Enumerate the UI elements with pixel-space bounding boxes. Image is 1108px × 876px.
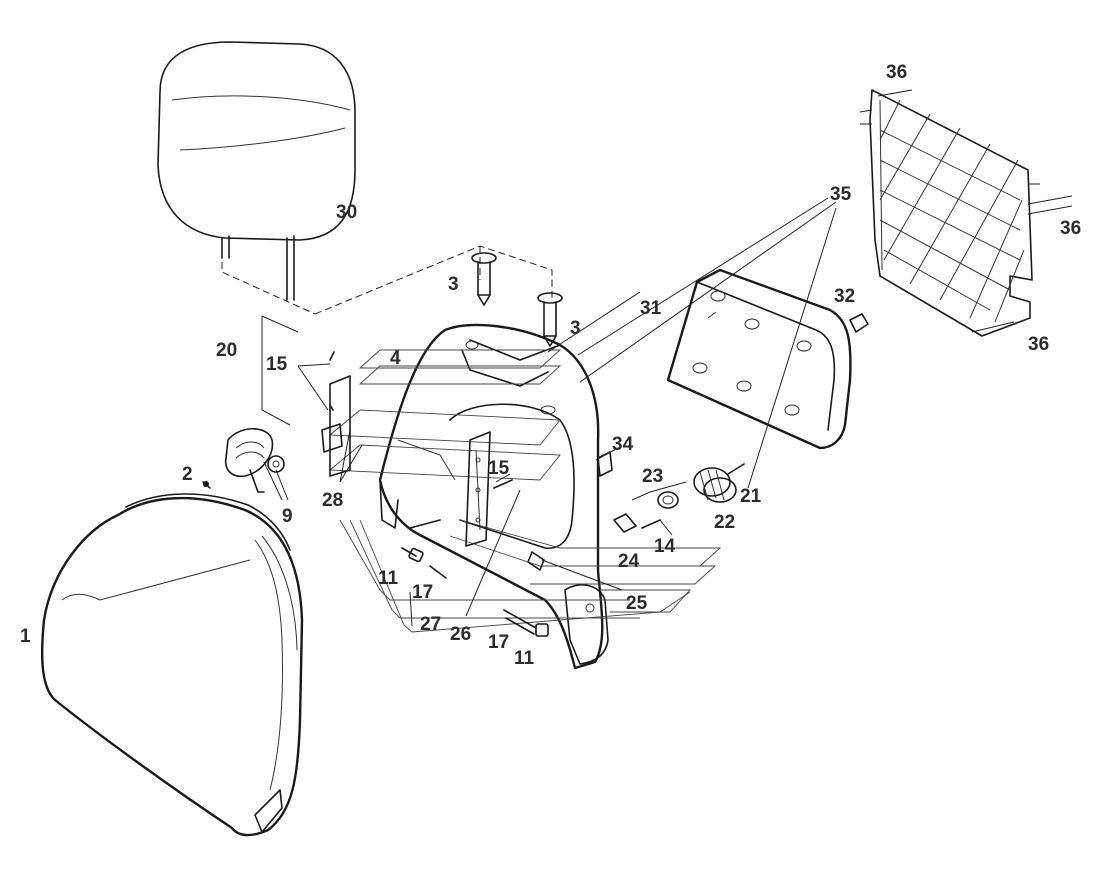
callout-34: 34 (612, 434, 634, 455)
callout-1: 1 (20, 626, 31, 647)
callout-25: 25 (626, 593, 648, 614)
callout-15b: 15 (488, 458, 510, 479)
callout-4: 4 (390, 348, 401, 369)
headrest-guide-pins (471, 252, 563, 347)
backrest-frame (378, 323, 609, 670)
callout-24: 24 (618, 551, 640, 572)
side-bracket (261, 315, 351, 477)
callout-31: 31 (640, 298, 662, 319)
bolts-and-nuts (401, 451, 613, 637)
callout-35: 35 (830, 184, 852, 205)
callout-3a: 3 (448, 274, 459, 295)
callout-15a: 15 (266, 354, 288, 375)
callout-11b: 11 (514, 648, 535, 669)
callout-11a: 11 (378, 568, 399, 589)
callout-26: 26 (450, 624, 471, 645)
callout-21: 21 (740, 486, 762, 507)
callout-27: 27 (420, 614, 441, 635)
callout-9: 9 (282, 506, 293, 527)
storage-net (859, 89, 1073, 337)
callout-labels: 1 2 3 3 4 9 11 11 14 15 15 17 17 20 21 2… (20, 62, 1081, 669)
rear-back-panel (666, 268, 852, 450)
callout-20: 20 (216, 340, 237, 361)
backrest-cushion (40, 493, 304, 837)
callout-28: 28 (322, 490, 343, 511)
callout-36b: 36 (1060, 218, 1081, 239)
callout-17b: 17 (488, 632, 509, 653)
callout-3b: 3 (570, 318, 581, 339)
headrest (157, 41, 356, 301)
callout-30: 30 (336, 202, 357, 223)
callout-14: 14 (654, 536, 676, 557)
callout-17a: 17 (412, 582, 433, 603)
adjuster-rail (409, 431, 513, 547)
callout-32: 32 (834, 286, 855, 307)
small-hardware-left (202, 427, 285, 493)
callout-36c: 36 (1028, 334, 1049, 355)
panel-nut (849, 313, 869, 333)
callout-23: 23 (642, 466, 663, 487)
adjustment-knob-assembly (613, 463, 745, 533)
callout-36a: 36 (886, 62, 907, 83)
assembly-dashed-links (221, 245, 553, 315)
callout-2: 2 (182, 464, 193, 485)
leader-lines (263, 89, 913, 627)
callout-22: 22 (714, 512, 735, 533)
